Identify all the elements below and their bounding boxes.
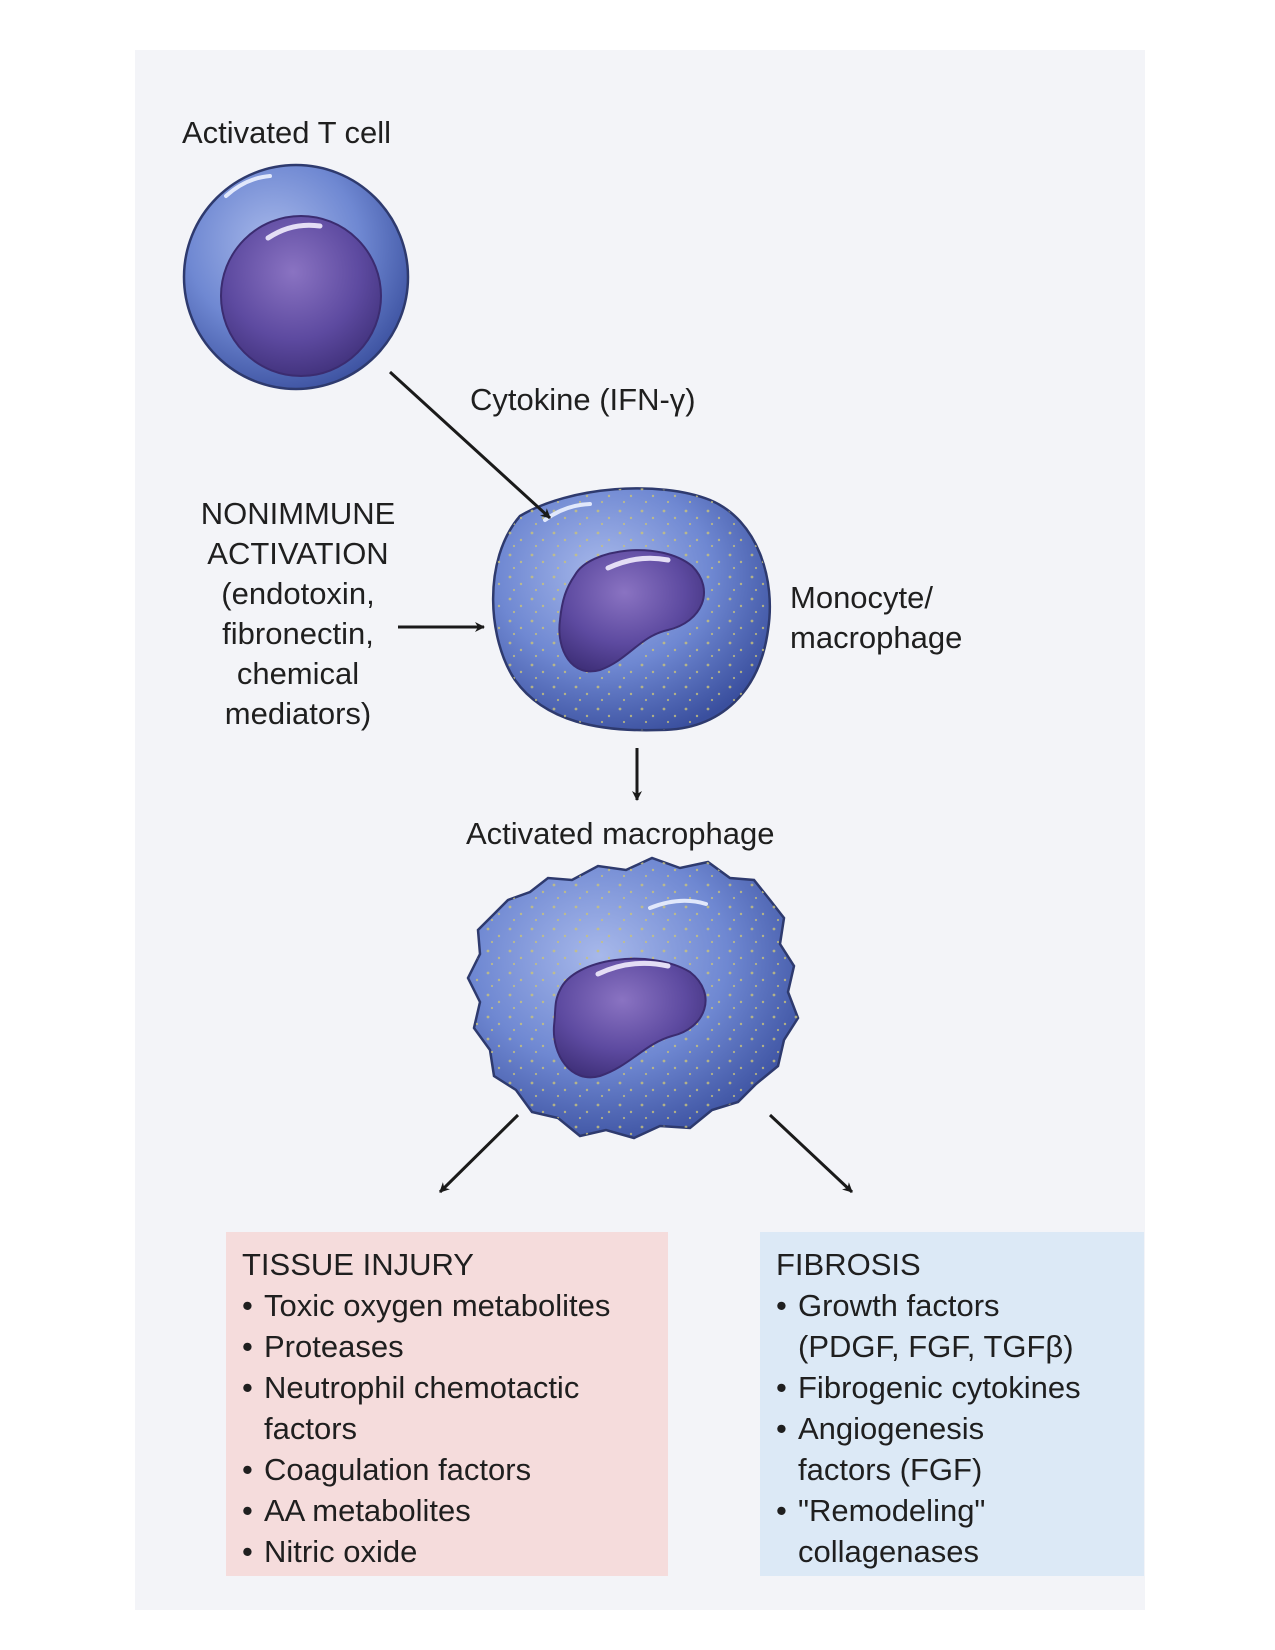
arrow-to-tissue-injury [438, 1113, 520, 1194]
activated-macrophage-illustration [466, 856, 800, 1140]
list-item: Toxic oxygen metabolites [242, 1285, 652, 1326]
nonimmune-line: ACTIVATION [207, 536, 389, 571]
list-item: Neutrophil chemotactic factors [242, 1367, 652, 1449]
monocyte-line: Monocyte/ [790, 580, 934, 615]
tissue-injury-title: TISSUE INJURY [242, 1247, 474, 1282]
nonimmune-line: NONIMMUNE [200, 496, 396, 531]
list-item-text: Nitric oxide [264, 1534, 418, 1569]
list-item-text: Neutrophil chemotactic [264, 1370, 580, 1405]
list-item-text: Growth factors [798, 1288, 1000, 1323]
nonimmune-activation-label: NONIMMUNE ACTIVATION (endotoxin, fibrone… [178, 494, 418, 734]
tissue-injury-list: Toxic oxygen metabolites Proteases Neutr… [242, 1285, 652, 1572]
list-item-text: Fibrogenic cytokines [798, 1370, 1081, 1405]
nonimmune-line: fibronectin, [222, 616, 374, 651]
fibrosis-box: FIBROSIS Growth factors (PDGF, FGF, TGFβ)… [760, 1232, 1144, 1576]
list-item: Proteases [242, 1326, 652, 1367]
activated-macrophage-label: Activated macrophage [466, 816, 775, 851]
arrow-to-fibrosis [768, 1113, 854, 1194]
monocyte-label: Monocyte/ macrophage [790, 578, 962, 658]
list-item-text: factors [264, 1411, 358, 1446]
list-item-text: "Remodeling" [798, 1493, 986, 1528]
monocyte-illustration [491, 487, 772, 732]
list-item-text: AA metabolites [264, 1493, 471, 1528]
list-item-text: Angiogenesis [798, 1411, 985, 1446]
nonimmune-line: mediators) [224, 696, 372, 731]
list-item: Angiogenesis factors (FGF) [776, 1408, 1128, 1490]
list-item-text: Toxic oxygen metabolites [264, 1288, 611, 1323]
list-item-text: collagenases [798, 1534, 979, 1569]
t-cell-label: Activated T cell [182, 115, 392, 150]
list-item: Nitric oxide [242, 1531, 652, 1572]
list-item: Fibrogenic cytokines [776, 1367, 1128, 1408]
fibrosis-list: Growth factors (PDGF, FGF, TGFβ) Fibrogen… [776, 1285, 1128, 1572]
list-item-text: (PDGF, FGF, TGFβ) [798, 1329, 1074, 1364]
list-item: AA metabolites [242, 1490, 652, 1531]
tissue-injury-box: TISSUE INJURY Toxic oxygen metabolites P… [226, 1232, 668, 1576]
nonimmune-line: (endotoxin, [221, 576, 375, 611]
list-item: "Remodeling" collagenases [776, 1490, 1128, 1572]
nonimmune-line: chemical [236, 656, 360, 691]
list-item-text: factors (FGF) [798, 1452, 983, 1487]
cytokine-label: Cytokine (IFN-γ) [470, 382, 696, 417]
monocyte-line: macrophage [790, 620, 963, 655]
list-item: Growth factors (PDGF, FGF, TGFβ) [776, 1285, 1128, 1367]
list-item-text: Proteases [264, 1329, 404, 1364]
fibrosis-title: FIBROSIS [776, 1247, 921, 1282]
t-cell-illustration [182, 163, 410, 391]
arrow-tcell-to-monocyte [388, 370, 552, 520]
list-item-text: Coagulation factors [264, 1452, 532, 1487]
list-item: Coagulation factors [242, 1449, 652, 1490]
